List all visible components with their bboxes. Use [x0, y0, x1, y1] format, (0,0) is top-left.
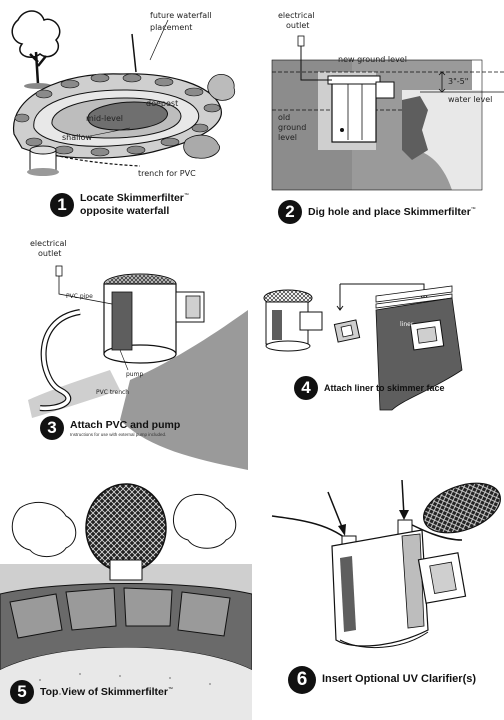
- label-trench: trench for PVC: [138, 169, 196, 178]
- step-5: 5 Top View of Skimmerfilter™: [10, 680, 173, 704]
- label-deepest: deepest: [146, 99, 179, 108]
- pvc-trench-path: [35, 149, 141, 167]
- panel-top-view: 5 Top View of Skimmerfilter™: [0, 480, 252, 720]
- label-old: old: [278, 113, 291, 122]
- panel-uv-clarifier: 6 Insert Optional UV Clarifier(s): [252, 480, 504, 720]
- step-number: 5: [10, 680, 34, 704]
- step-2: 2 Dig hole and place Skimmerfilter™: [278, 200, 476, 224]
- step-number: 2: [278, 200, 302, 224]
- step-1: 1 Locate Skimmerfilter™ opposite waterfa…: [50, 192, 189, 217]
- skimmer-icon: [331, 529, 467, 649]
- label-liner: liner: [400, 321, 414, 328]
- panel-attach-liner: liner 4 Attach liner to skimmer face: [252, 240, 504, 480]
- skimmer-lid: [85, 483, 167, 573]
- step-title: Dig hole and place Skimmerfilter™: [308, 205, 476, 218]
- label-measure: 3"-5": [448, 77, 469, 86]
- label-new-ground-level: new ground level: [338, 55, 407, 64]
- step-number: 3: [40, 416, 64, 440]
- step-number: 6: [288, 666, 316, 694]
- label-outlet: outlet: [38, 249, 62, 258]
- skimmer-icon: [263, 289, 323, 352]
- skimmer-icon: [27, 145, 59, 176]
- electrical-outlet-icon: [55, 265, 113, 305]
- label-electrical: electrical: [278, 11, 315, 20]
- step-title: Attach liner to skimmer face: [324, 382, 445, 393]
- label-pvc-pipe: PVC pipe: [66, 293, 93, 300]
- label-level: level: [278, 133, 298, 142]
- label-ground: ground: [278, 123, 307, 132]
- label-pvc-trench: PVC trench: [96, 389, 130, 396]
- label-placement: placement: [150, 23, 193, 32]
- label-outlet: outlet: [286, 21, 310, 30]
- skimmer-icon: [103, 273, 205, 364]
- step-number: 1: [50, 192, 74, 217]
- label-future-waterfall: future waterfall: [150, 11, 212, 20]
- step-title: Attach PVC and pump Instructions for use…: [70, 419, 181, 437]
- label-electrical: electrical: [30, 240, 67, 248]
- top-view-illustration: [0, 483, 252, 720]
- panel-dig-hole: electrical outlet new ground level 3"-5"…: [252, 0, 504, 240]
- label-water-level: water level: [448, 95, 493, 104]
- label-shallow: shallow: [62, 133, 93, 142]
- electrical-outlet-icon: [297, 35, 332, 81]
- step-number: 4: [294, 376, 318, 400]
- step-note: Instructions for use with external pump …: [70, 431, 167, 437]
- step-3: 3 Attach PVC and pump Instructions for u…: [40, 416, 180, 440]
- uv-clarifier-illustration: [271, 480, 501, 649]
- tree-icon: [11, 10, 61, 89]
- pvc-pump-illustration: [28, 265, 248, 470]
- step-4: 4 Attach liner to skimmer face: [294, 376, 445, 400]
- panel-locate-skimmer: future waterfall placement deepest mid-l…: [0, 0, 252, 240]
- step-title: Top View of Skimmerfilter™: [40, 685, 173, 698]
- cross-section-illustration: [271, 35, 504, 191]
- pond-illustration: [11, 10, 236, 176]
- label-pump: pump: [126, 371, 144, 378]
- label-mid-level: mid-level: [86, 114, 124, 123]
- panel-attach-pvc: electrical outlet PVC pipe pump PVC tren…: [0, 240, 252, 480]
- step-title: Insert Optional UV Clarifier(s): [322, 673, 477, 686]
- step-title: Locate Skimmerfilter™ opposite waterfall: [80, 192, 189, 217]
- step-6: 6 Insert Optional UV Clarifier(s): [288, 666, 476, 694]
- liner-illustration: [263, 283, 463, 411]
